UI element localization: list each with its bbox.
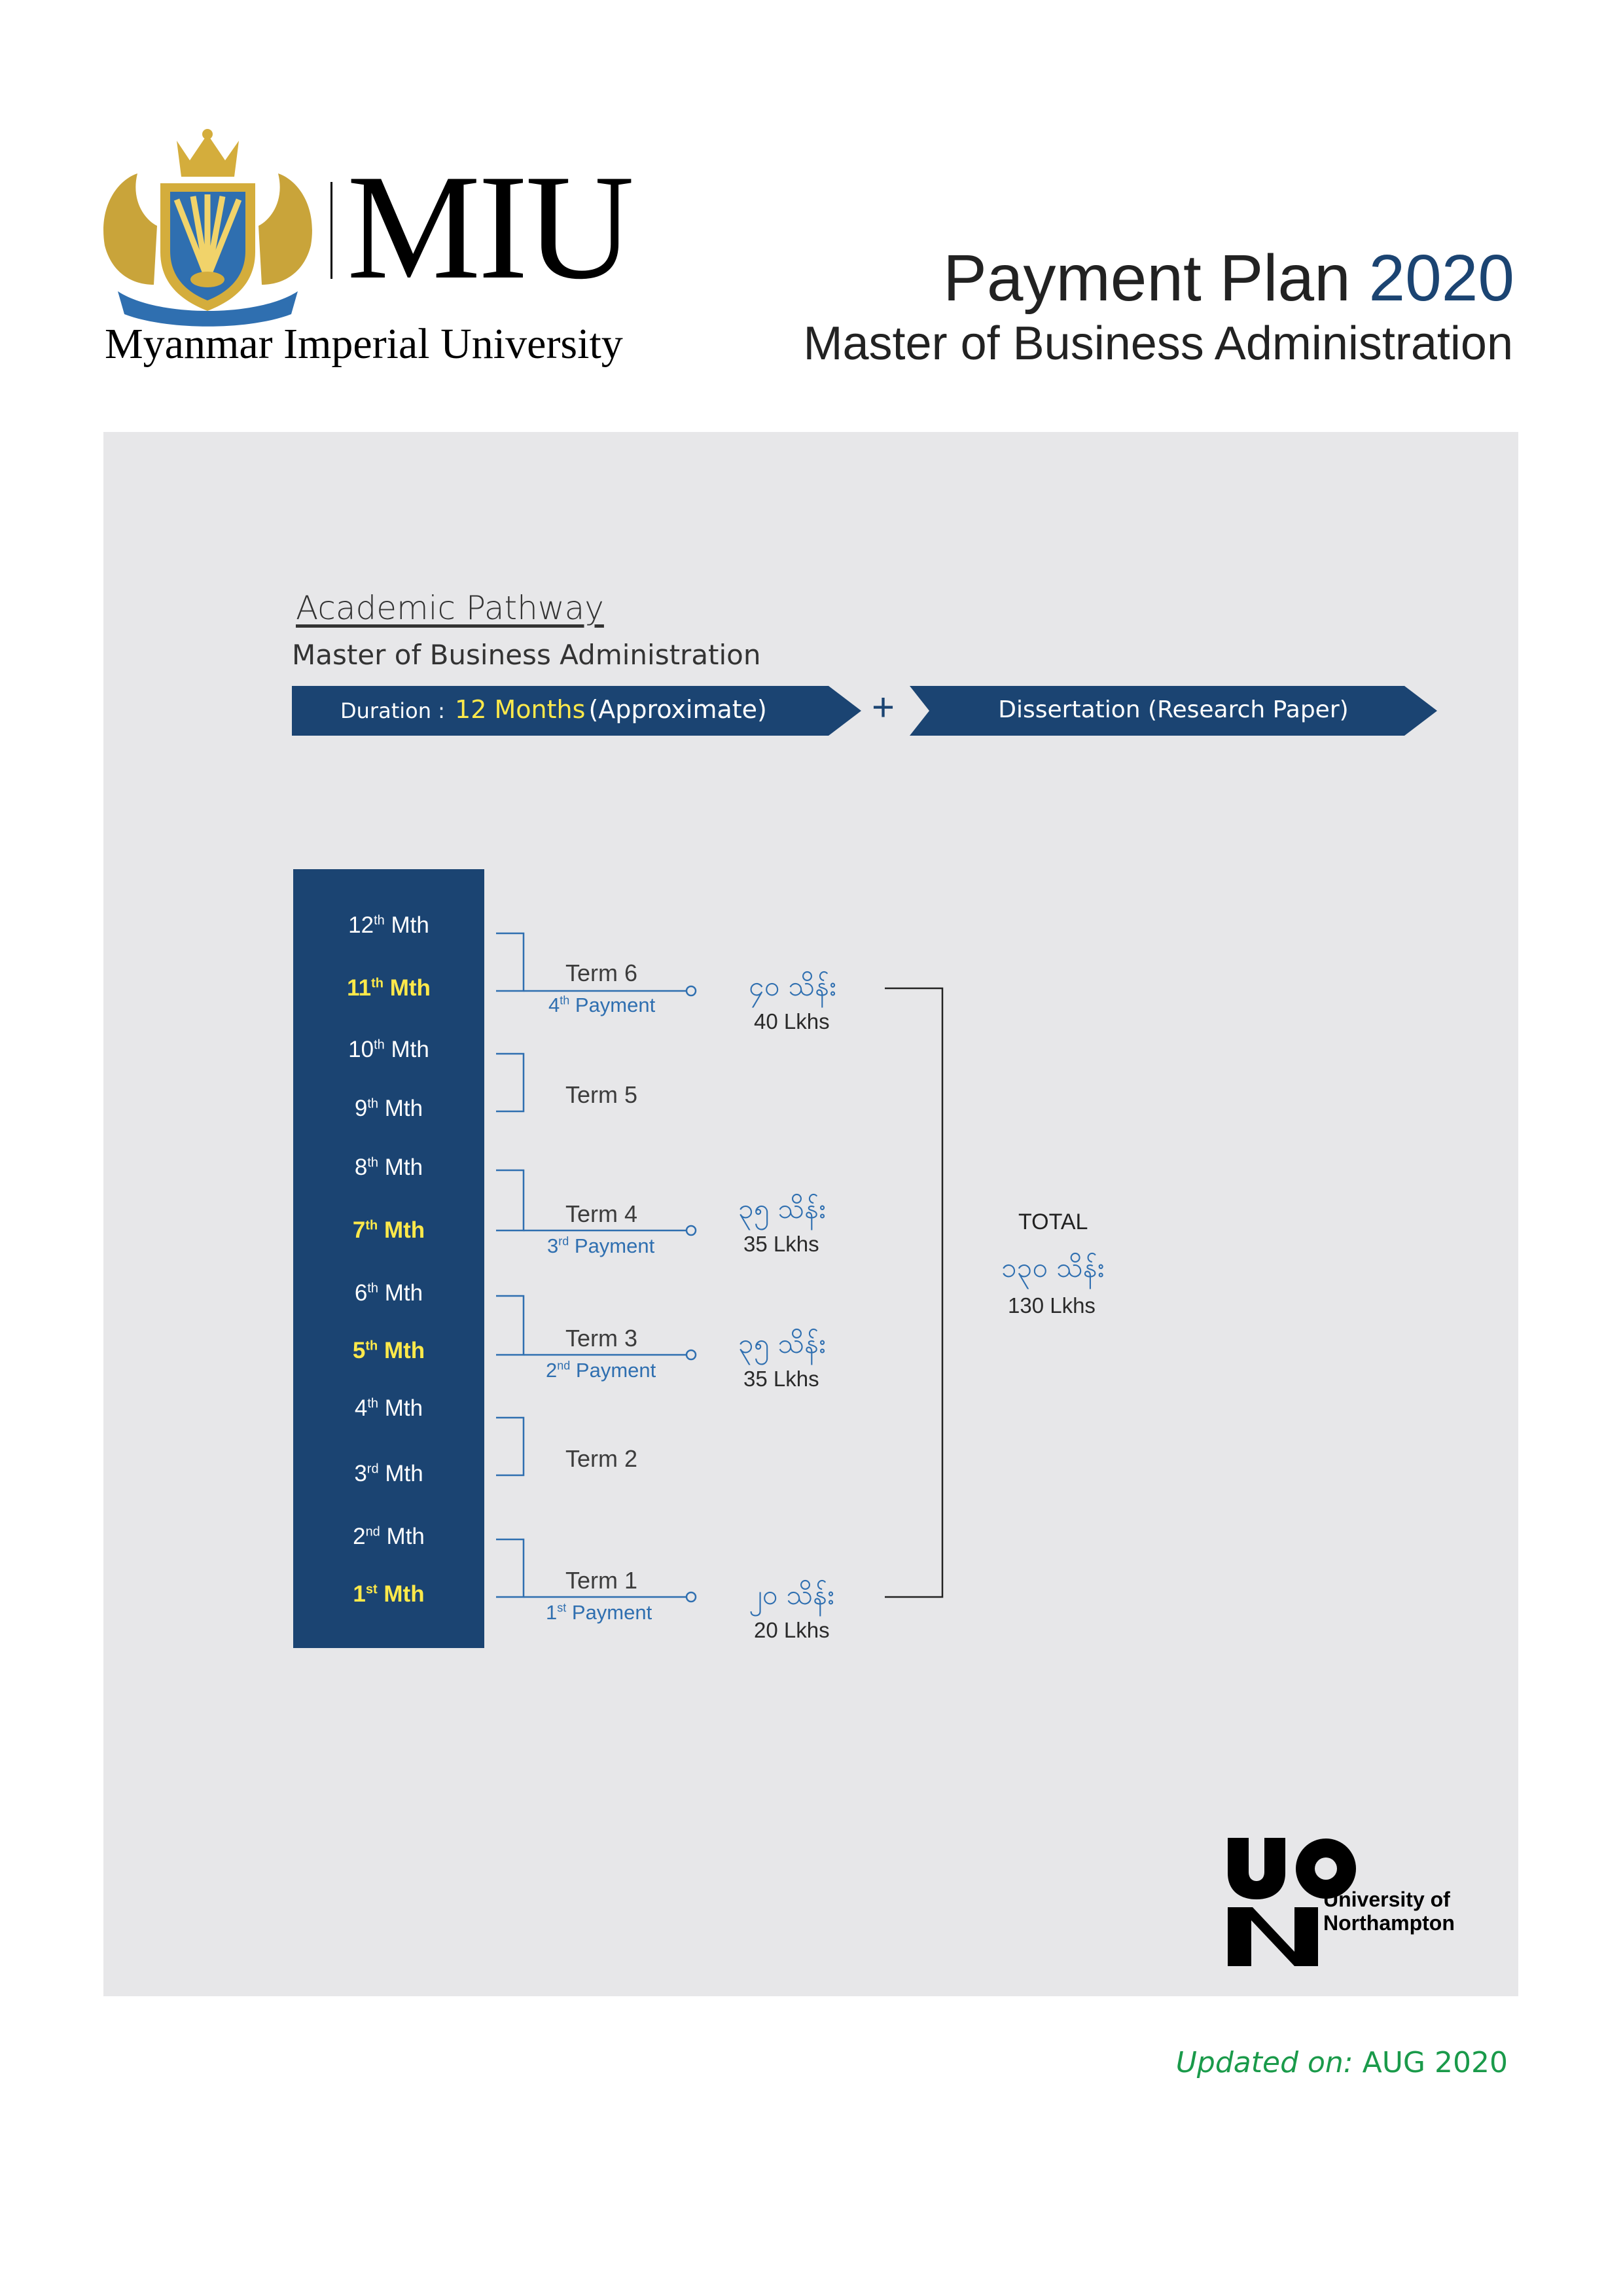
term3-node [685,1349,697,1361]
payment-label: 2nd Payment [546,1359,656,1382]
updated-on: Updated on: AUG 2020 [1176,2046,1508,2079]
month-item: 1st Mth [353,1581,425,1607]
term-label: Term 2 [565,1445,638,1472]
month-column: 12th Mth 11th Mth 10th Mth 9th Mth 8th M… [293,869,484,1648]
month-item: 7th Mth [352,1217,425,1243]
term-label: Term 1 [565,1567,638,1594]
month-item: 12th Mth [348,912,429,938]
amount-lkh: 35 Lkhs [743,1232,819,1256]
payment-label: 4th Payment [548,994,656,1016]
uon-name-line1: University of [1323,1888,1450,1911]
page-subtitle: Master of Business Administration [803,317,1513,370]
plus-sign: + [872,685,895,729]
term1-bracket [496,1538,525,1598]
payment-label: 3rd Payment [547,1234,655,1257]
duration-arrow: Duration : 12 Months (Approximate) [292,686,861,736]
amount-mm: ၂၀ သိန်း [749,1579,834,1611]
amount-lkh: 20 Lkhs [754,1618,830,1642]
term6-node [685,985,697,997]
logo-divider [330,182,332,279]
term4-node [685,1225,697,1236]
uon-logo: University of Northampton [1226,1838,1455,1969]
term-label: Term 4 [565,1200,638,1227]
duration-value: 12 Months [455,695,586,724]
miu-crest-logo [92,128,324,331]
total-label: TOTAL [1018,1210,1088,1234]
pathway-heading: Academic Pathway [296,589,604,627]
miu-wordmark: MIU [347,143,634,310]
total-amount-mm: ၁၃၀ သိန်း [1001,1251,1105,1283]
title-prefix: Payment Plan [943,242,1351,315]
amount-mm: ၄၀ သိန်း [749,970,836,1002]
term-label: Term 3 [565,1325,638,1352]
updated-value: AUG 2020 [1362,2046,1508,2079]
dissertation-label: Dissertation (Research Paper) [998,696,1349,723]
month-item: 2nd Mth [353,1524,425,1549]
month-item: 4th Mth [354,1395,423,1421]
term3-bracket [496,1295,525,1356]
month-item: 5th Mth [352,1338,425,1363]
total-amount-lkh: 130 Lkhs [1008,1293,1096,1318]
title-year: 2020 [1368,242,1514,315]
total-bracket [885,987,944,1598]
term6-bracket [496,932,525,992]
duration-label: Duration : [340,698,445,723]
month-item: 3rd Mth [354,1461,423,1486]
term4-bracket [496,1169,525,1232]
dissertation-arrow: Dissertation (Research Paper) [910,686,1437,736]
month-item: 8th Mth [354,1155,423,1180]
term2-bracket [496,1416,525,1477]
term1-node [685,1591,697,1603]
duration-note: (Approximate) [588,695,767,724]
uon-name-line2: Northampton [1323,1911,1455,1935]
month-item: 10th Mth [348,1037,429,1062]
pathway-program: Master of Business Administration [292,639,761,671]
payment-label: 1st Payment [546,1601,652,1624]
amount-lkh: 35 Lkhs [743,1367,819,1391]
amount-lkh: 40 Lkhs [754,1009,830,1033]
term-label: Term 6 [565,960,638,986]
amount-mm: ၃၅ သိန်း [738,1193,826,1225]
month-item: 11th Mth [347,975,431,1001]
updated-label: Updated on: [1175,2046,1353,2079]
page-title: Payment Plan 2020 [943,241,1514,316]
term5-bracket [496,1052,525,1113]
month-item: 6th Mth [354,1280,423,1306]
month-item: 9th Mth [354,1096,423,1121]
university-name: Myanmar Imperial University [105,320,623,368]
amount-mm: ၃၅ သိန်း [738,1327,826,1359]
term-label: Term 5 [565,1081,638,1108]
